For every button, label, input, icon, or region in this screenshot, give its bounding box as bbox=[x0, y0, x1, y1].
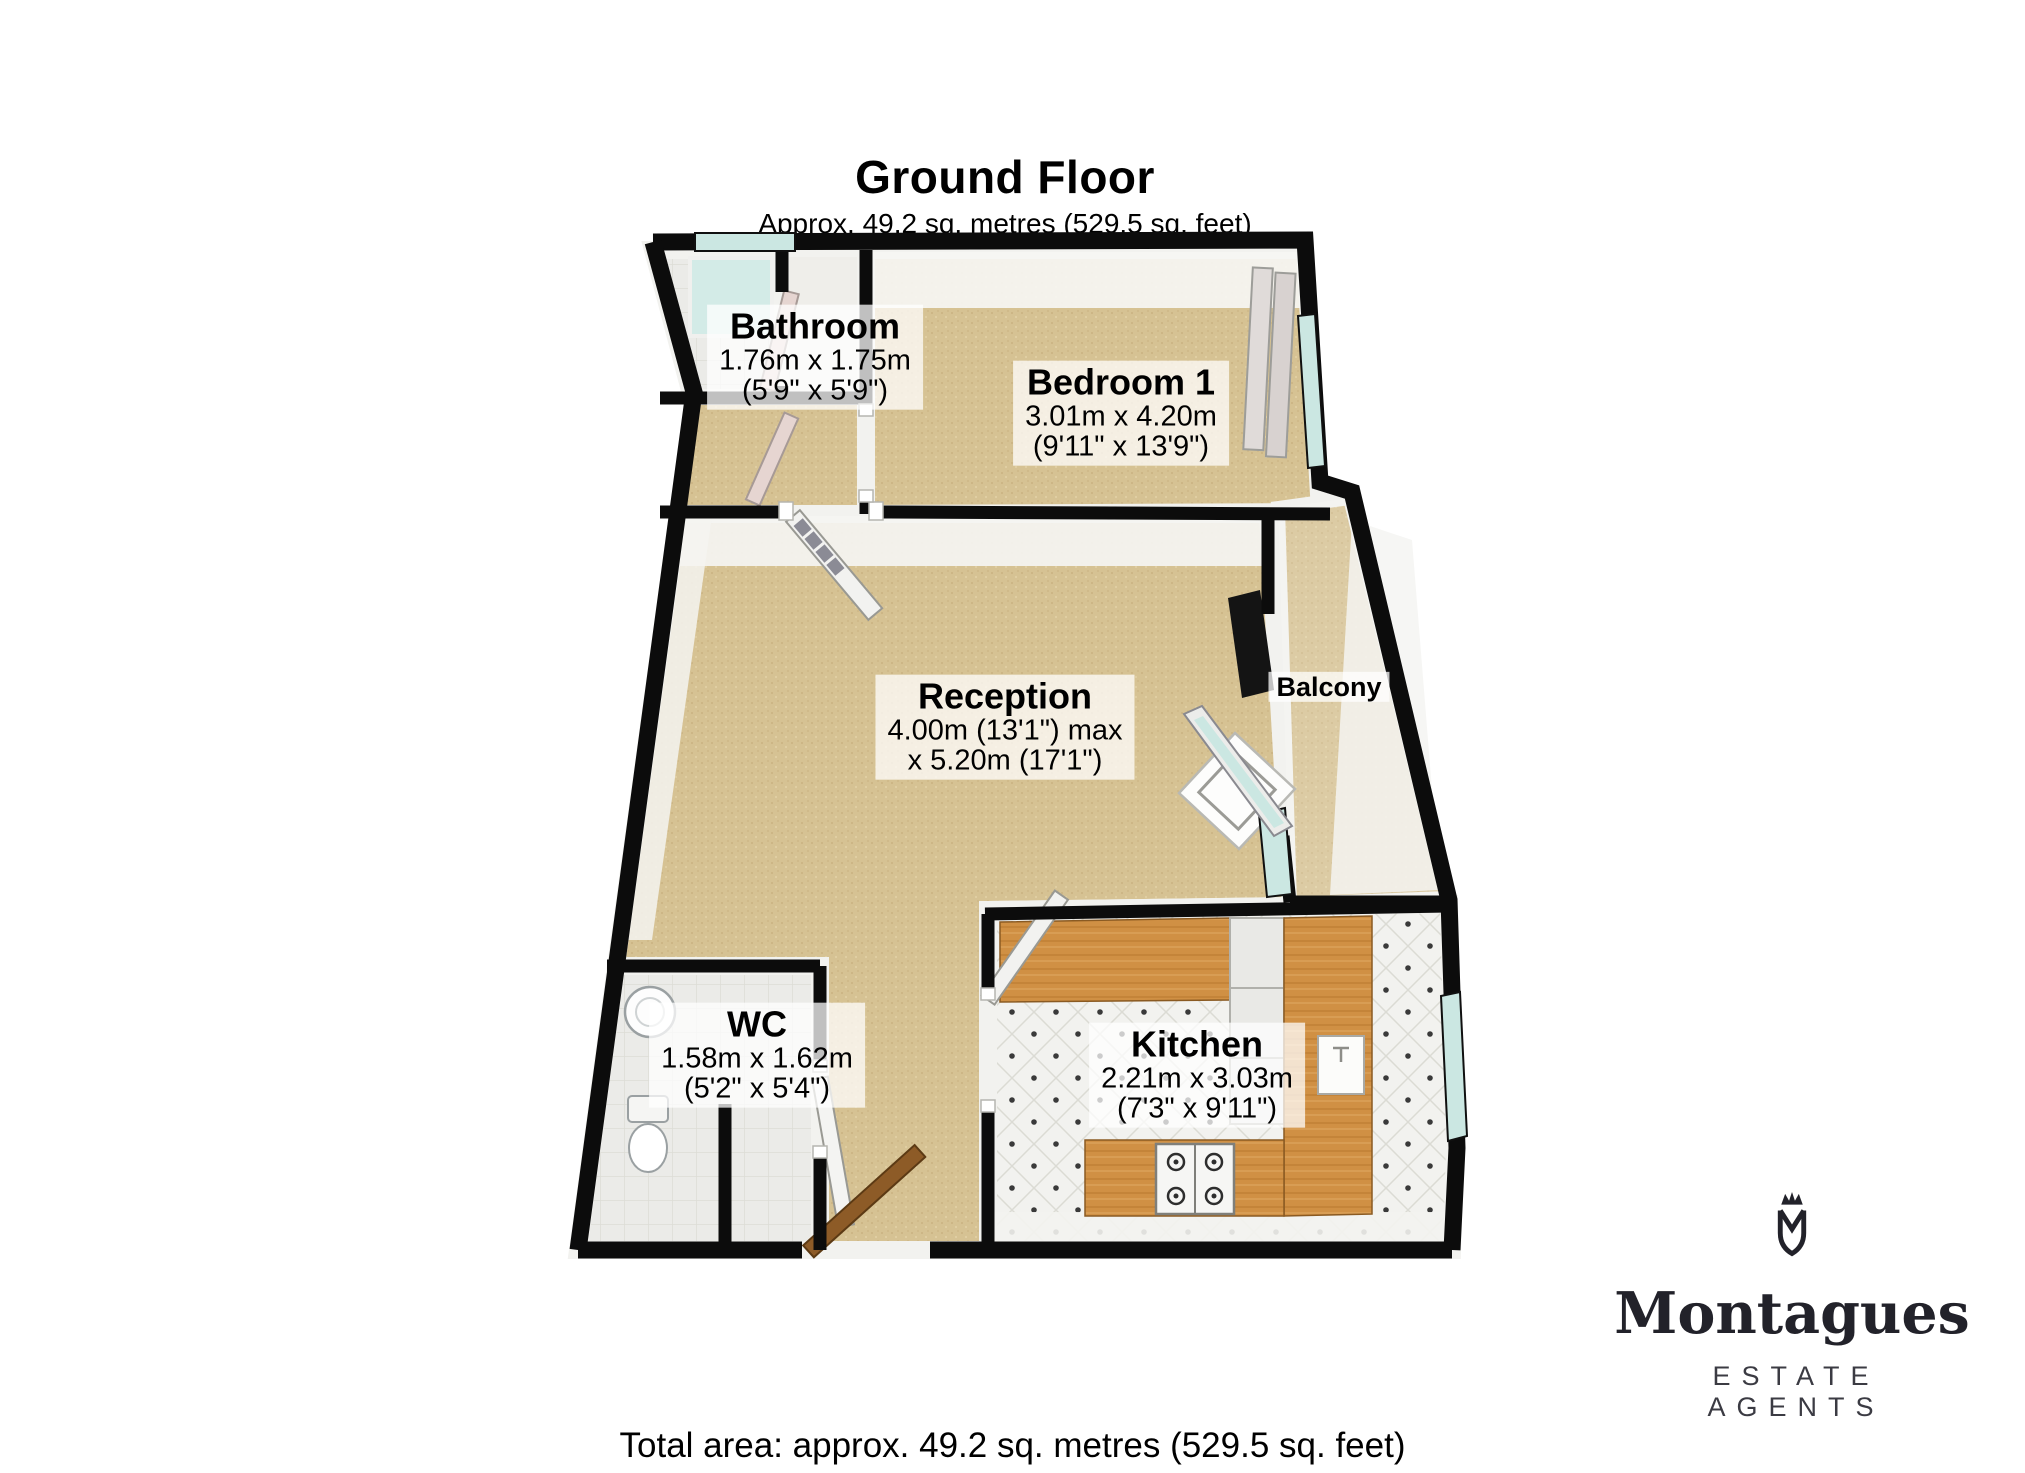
room-dim-imperial: x 5.20m (17'1") bbox=[907, 744, 1103, 777]
total-area-text: Total area: approx. 49.2 sq. metres (529… bbox=[619, 1426, 1406, 1465]
kitchen-wall-face-bottom bbox=[990, 1212, 1450, 1246]
kitchen-window bbox=[1439, 990, 1469, 1143]
bedroom-wardrobe bbox=[1242, 266, 1297, 459]
balcony-sliding-door bbox=[1182, 704, 1294, 838]
agency-tagline: ESTATE AGENTS bbox=[1707, 1361, 1885, 1422]
bedroom-door bbox=[744, 411, 800, 507]
room-dim-metric: 4.00m (13'1") max bbox=[887, 714, 1123, 747]
room-dim-imperial: (5'9" x 5'9") bbox=[741, 374, 889, 407]
agency-logo: Montagues ESTATE AGENTS bbox=[1612, 1190, 1972, 1423]
room-name: WC bbox=[727, 1003, 787, 1045]
front-door bbox=[801, 1143, 927, 1259]
gas-hob-icon bbox=[1154, 1142, 1236, 1216]
door-jambs bbox=[778, 403, 996, 1159]
room-label-kitchen: Kitchen 2.21m x 3.03m (7'3" x 9'11") bbox=[1089, 1022, 1305, 1128]
room-dim-metric: 2.21m x 3.03m bbox=[1101, 1062, 1293, 1095]
agency-name: Montagues bbox=[1614, 1280, 1970, 1347]
room-dim-metric: 1.58m x 1.62m bbox=[661, 1042, 853, 1075]
room-label-reception: Reception 4.00m (13'1") max x 5.20m (17'… bbox=[875, 674, 1135, 780]
room-name: Bedroom 1 bbox=[1026, 361, 1216, 403]
reception-wall-face-left bbox=[622, 516, 712, 940]
crowned-shield-monogram-icon bbox=[1777, 1191, 1807, 1257]
room-label-bathroom: Bathroom 1.76m x 1.75m (5'9" x 5'9") bbox=[707, 304, 923, 410]
room-label-balcony: Balcony bbox=[1268, 671, 1390, 703]
room-dim-imperial: (9'11" x 13'9") bbox=[1032, 430, 1210, 463]
kitchen-sink-icon bbox=[1317, 1035, 1365, 1095]
kitchen-counters bbox=[999, 915, 1373, 1217]
tv-panel bbox=[1228, 590, 1274, 698]
room-label-bedroom1: Bedroom 1 3.01m x 4.20m (9'11" x 13'9") bbox=[1013, 360, 1229, 466]
bedroom-wall-face bbox=[870, 252, 1306, 308]
wc-toilet-icon bbox=[627, 1095, 669, 1173]
room-label-wc: WC 1.58m x 1.62m (5'2" x 5'4") bbox=[649, 1002, 865, 1108]
balcony-wall-face bbox=[1330, 520, 1440, 895]
room-dim-metric: 3.01m x 4.20m bbox=[1025, 400, 1217, 433]
room-name: Kitchen bbox=[1130, 1023, 1264, 1065]
outer-walls bbox=[569, 231, 1466, 1259]
room-dim-imperial: (7'3" x 9'11") bbox=[1116, 1092, 1278, 1125]
windows bbox=[694, 232, 1469, 1143]
room-name: Balcony bbox=[1276, 671, 1382, 702]
room-name: Reception bbox=[917, 675, 1093, 717]
room-dim-metric: 1.76m x 1.75m bbox=[719, 344, 911, 377]
room-dim-imperial: (5'2" x 5'4") bbox=[683, 1072, 831, 1105]
bedroom-window bbox=[1296, 312, 1327, 470]
plan-header: Ground Floor Approx. 49.2 sq. metres (52… bbox=[505, 150, 1505, 240]
bathroom-window bbox=[694, 232, 796, 252]
page-title: Ground Floor bbox=[855, 151, 1155, 203]
room-name: Bathroom bbox=[729, 305, 900, 347]
reception-wall-face-top bbox=[678, 516, 1268, 566]
